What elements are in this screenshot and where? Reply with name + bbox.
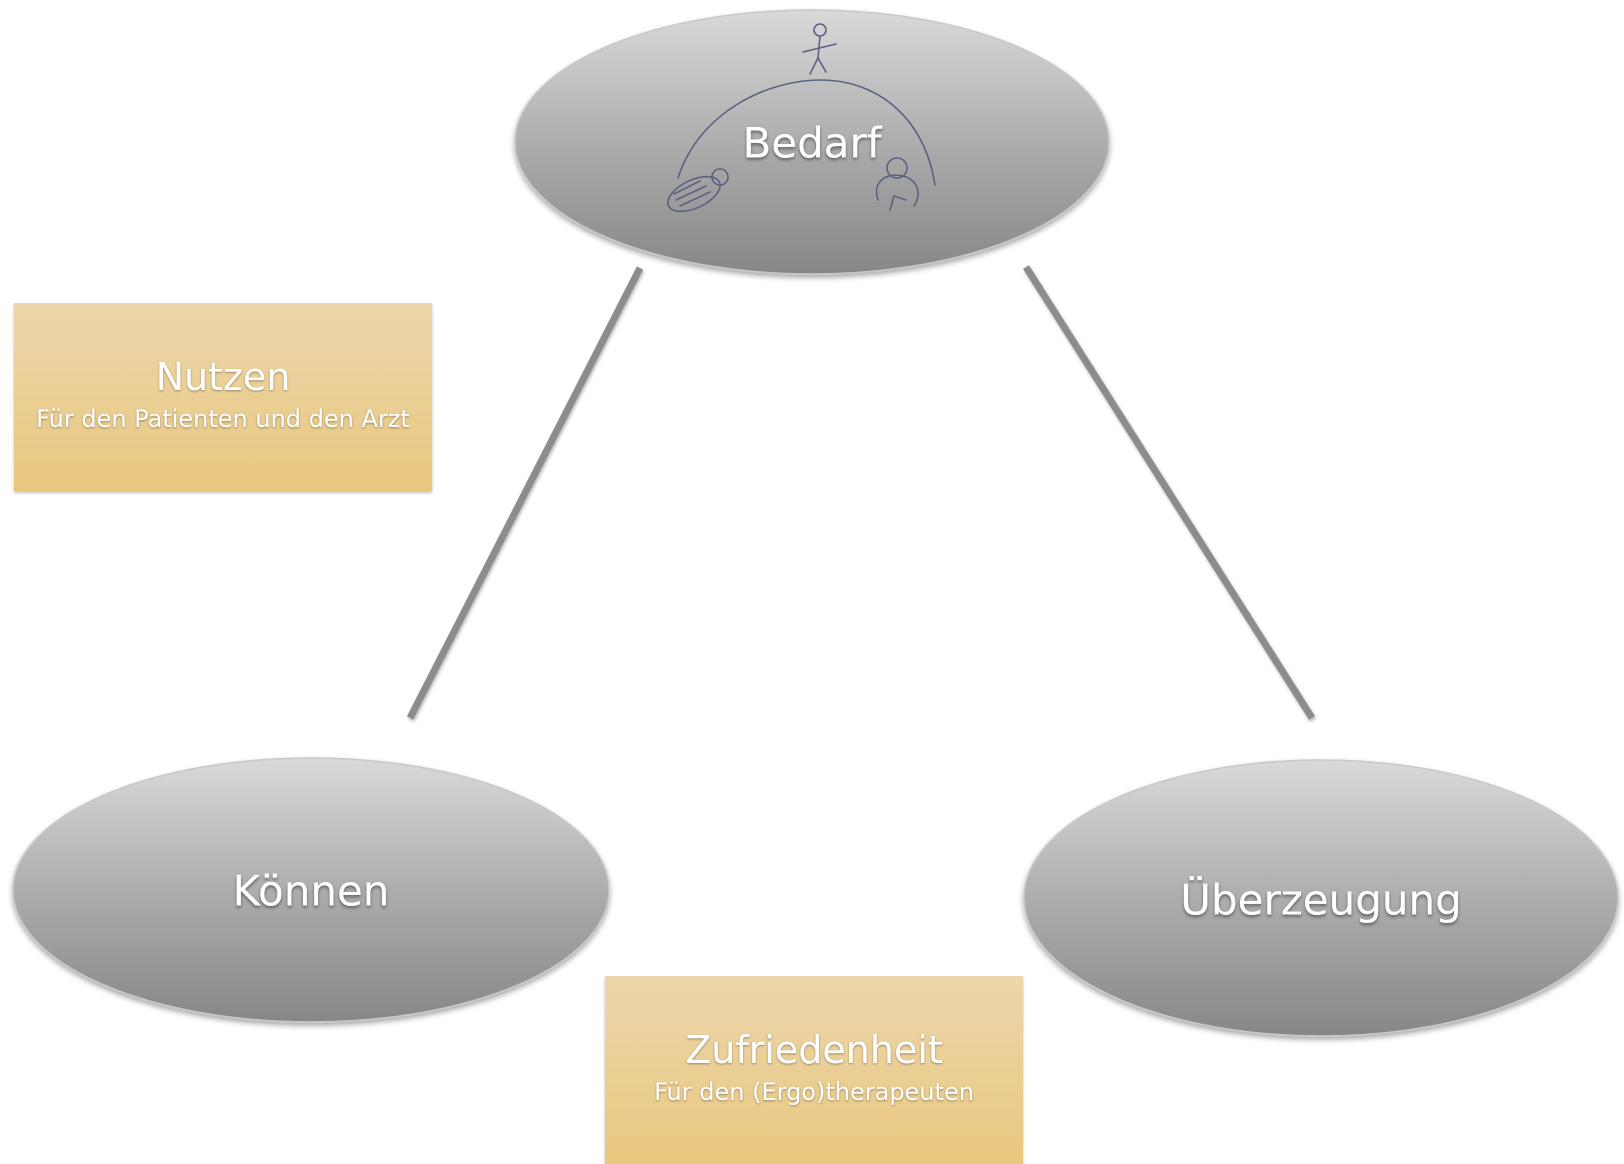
node-bedarf: Bedarf <box>514 9 1110 275</box>
nutzen-subtitle: Für den Patienten und den Arzt <box>36 405 410 433</box>
stick-figure-sketch-icon <box>802 23 837 75</box>
connector-bedarf-ueberzeugung <box>1023 265 1315 720</box>
hill-arc-sketch-icon <box>677 79 936 186</box>
zufriedenheit-title: Zufriedenheit <box>685 1028 943 1072</box>
node-koennen: Können <box>12 757 610 1023</box>
zufriedenheit-box: Zufriedenheit Für den (Ergo)therapeuten <box>605 976 1023 1164</box>
nutzen-title: Nutzen <box>155 355 291 399</box>
node-bedarf-label: Bedarf <box>742 119 882 168</box>
crouching-person-sketch-icon <box>875 157 919 211</box>
lying-person-sketch-icon <box>667 168 729 213</box>
nutzen-box: Nutzen Für den Patienten und den Arzt <box>14 303 432 491</box>
connector-bedarf-koennen <box>406 266 644 720</box>
node-koennen-label: Können <box>233 867 390 916</box>
zufriedenheit-subtitle: Für den (Ergo)therapeuten <box>654 1078 974 1106</box>
node-ueberzeugung-label: Überzeugung <box>1180 875 1462 925</box>
node-ueberzeugung: Überzeugung <box>1023 759 1619 1037</box>
